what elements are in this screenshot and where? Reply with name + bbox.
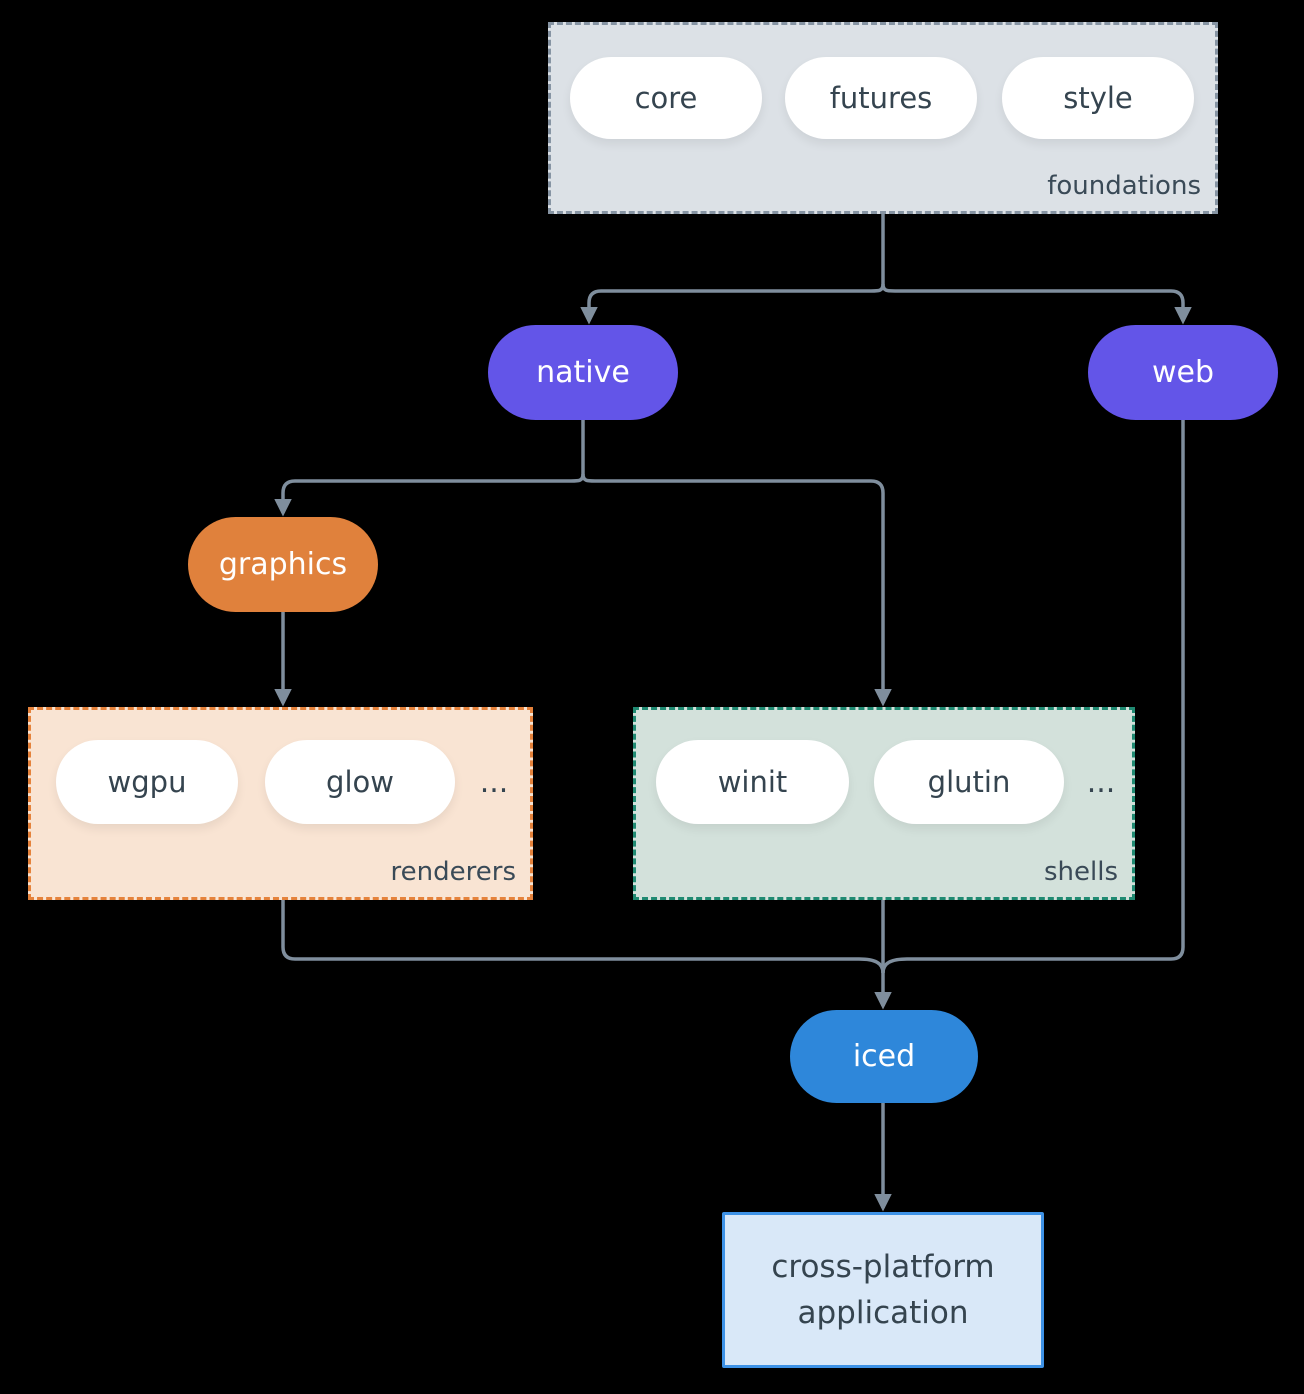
node-graphics-label: graphics: [218, 547, 348, 582]
node-web: web: [1088, 325, 1278, 420]
node-core-label: core: [634, 81, 698, 115]
group-renderers: wgpu glow ... renderers: [28, 707, 533, 900]
node-core: core: [570, 57, 762, 139]
edge-foundations-web: [881, 283, 1192, 325]
edge-renderers-merge: [281, 900, 885, 974]
node-glow: glow: [265, 740, 455, 824]
node-style: style: [1002, 57, 1194, 139]
node-winit: winit: [656, 740, 849, 824]
node-futures-label: futures: [829, 81, 933, 115]
node-graphics: graphics: [188, 517, 378, 612]
node-glutin-label: glutin: [927, 765, 1011, 799]
node-style-label: style: [1063, 81, 1133, 115]
renderers-ellipsis: ...: [479, 764, 509, 800]
node-wgpu-label: wgpu: [107, 765, 187, 799]
node-native-label: native: [536, 355, 630, 390]
node-iced: iced: [790, 1010, 978, 1103]
group-foundations: core futures style foundations: [548, 22, 1218, 214]
node-application-line1: cross-platform: [771, 1248, 995, 1285]
edge-foundations-native: [580, 283, 885, 325]
edge-native-graphics: [274, 473, 585, 517]
edge-web-merge: [881, 420, 1185, 974]
shells-ellipsis: ...: [1086, 764, 1116, 800]
node-application-line2: application: [797, 1295, 969, 1331]
node-iced-label: iced: [852, 1039, 916, 1074]
group-foundations-label: foundations: [1047, 171, 1201, 201]
node-winit-label: winit: [717, 765, 788, 799]
node-native: native: [488, 325, 678, 420]
edge-native-shells: [581, 473, 892, 707]
node-futures: futures: [785, 57, 977, 139]
group-renderers-label: renderers: [390, 857, 516, 887]
node-glutin: glutin: [874, 740, 1064, 824]
group-shells-label: shells: [1043, 857, 1118, 887]
node-glow-label: glow: [326, 765, 394, 799]
node-wgpu: wgpu: [56, 740, 238, 824]
group-shells: winit glutin ... shells: [633, 707, 1135, 900]
node-application: cross-platform application: [722, 1212, 1044, 1368]
node-web-label: web: [1151, 355, 1215, 390]
